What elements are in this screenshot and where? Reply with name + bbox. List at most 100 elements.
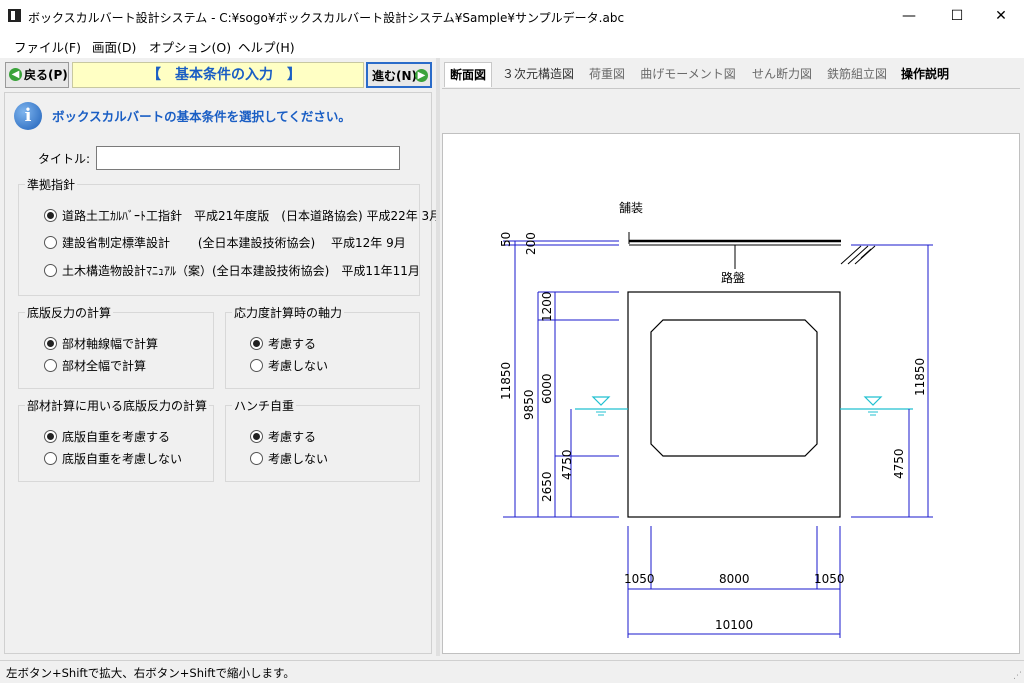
menu-options[interactable]: オプション(O): [149, 40, 232, 55]
panel-splitter[interactable]: [436, 58, 440, 656]
culvert-outer: [627, 291, 841, 518]
bottom-dimension-lines: [627, 526, 841, 638]
member-reaction-option-label: 底版自重を考慮する: [62, 430, 171, 444]
view-toolbar: [442, 88, 1020, 133]
back-button[interactable]: ◀ 戻る(P): [5, 62, 69, 88]
back-arrow-icon: ◀: [9, 68, 22, 81]
close-button[interactable]: ✕: [995, 8, 1007, 24]
standards-group: 準拠指針: [18, 176, 420, 296]
radio-icon: [44, 359, 57, 372]
dim-water-level-right: 4750: [892, 448, 906, 479]
roadbed-label: 路盤: [721, 270, 745, 285]
radio-selected-icon: [44, 209, 57, 222]
page-heading: 【 基本条件の入力 】: [72, 62, 364, 88]
minimize-button[interactable]: —: [902, 8, 916, 24]
member-reaction-option-1[interactable]: 底版自重を考慮する: [44, 428, 170, 445]
menu-file[interactable]: ファイル(F): [14, 40, 81, 55]
dim-total-width: 10100: [715, 618, 753, 632]
dim-box-height: 9850: [522, 389, 536, 420]
window-title: ボックスカルバート設計システム - C:¥sogo¥ボックスカルバート設計システ…: [28, 11, 625, 25]
base-reaction-option-1[interactable]: 部材軸線幅で計算: [44, 335, 158, 352]
info-message: ボックスカルバートの基本条件を選択してください。: [52, 109, 351, 124]
base-reaction-option-label: 部材軸線幅で計算: [62, 337, 159, 351]
member-reaction-group: 部材計算に用いる底版反力の計算: [18, 397, 214, 482]
dim-roadbed-thickness: 200: [524, 232, 538, 255]
tab-bending-moment[interactable]: 曲げモーメント図: [640, 67, 736, 81]
haunch-weight-option-1[interactable]: 考慮する: [250, 428, 316, 445]
standards-group-label: 準拠指針: [25, 176, 78, 193]
axial-force-option-label: 考慮しない: [268, 359, 329, 373]
next-button[interactable]: 進む(N) ▶: [366, 62, 432, 88]
base-reaction-group-label: 底版反力の計算: [25, 304, 114, 321]
radio-selected-icon: [44, 430, 57, 443]
dim-bottom-part: 2650: [540, 471, 554, 502]
dim-water-level-left: 4750: [560, 449, 574, 480]
axial-force-option-1[interactable]: 考慮する: [250, 335, 316, 352]
dim-top-cover: 1200: [540, 291, 554, 322]
title-input[interactable]: [96, 146, 400, 170]
member-reaction-option-label: 底版自重を考慮しない: [62, 452, 183, 466]
standards-option-label: 土木構造物設計ﾏﾆｭｱﾙ（案）(全日本建設技術協会) 平成11年11月: [62, 264, 420, 278]
tab-section-view[interactable]: 断面図: [444, 62, 492, 87]
radio-icon: [250, 452, 263, 465]
dim-inner-height: 6000: [540, 373, 554, 404]
dim-wall-right: 1050: [814, 572, 845, 586]
member-reaction-group-label: 部材計算に用いる底版反力の計算: [25, 397, 210, 414]
right-dimension-lines: [851, 244, 933, 518]
dim-total-height-left: 11850: [499, 362, 513, 400]
section-drawing: 舗装 路盤: [499, 201, 933, 638]
axial-force-group: 応力度計算時の軸力: [225, 304, 420, 389]
radio-icon: [44, 452, 57, 465]
radio-icon: [44, 264, 57, 277]
base-reaction-option-label: 部材全幅で計算: [62, 359, 147, 373]
tab-shear-force[interactable]: せん断力図: [751, 67, 812, 81]
section-drawing-canvas[interactable]: 舗装 路盤: [442, 133, 1020, 654]
base-reaction-group: 底版反力の計算: [18, 304, 214, 389]
standards-option-label: 建設省制定標準設計 (全日本建設技術協会) 平成12年 9月: [62, 236, 406, 250]
maximize-button[interactable]: ☐: [950, 8, 964, 24]
water-level-left: [575, 396, 628, 416]
radio-selected-icon: [44, 337, 57, 350]
culvert-inner: [650, 319, 818, 457]
member-reaction-option-2[interactable]: 底版自重を考慮しない: [44, 450, 182, 467]
pavement-label: 舗装: [619, 201, 643, 215]
menu-screen[interactable]: 画面(D): [92, 40, 137, 55]
left-dimension-lines: [503, 240, 619, 518]
dim-total-height-right: 11850: [913, 358, 927, 396]
axial-force-option-2[interactable]: 考慮しない: [250, 357, 328, 374]
haunch-weight-group: ハンチ自重: [225, 397, 420, 482]
dim-pavement-thickness: 50: [499, 232, 513, 247]
haunch-weight-group-label: ハンチ自重: [232, 397, 297, 414]
menu-bar: ファイル(F) 画面(D) オプション(O) ヘルプ(H): [0, 32, 1024, 58]
app-icon: [8, 9, 21, 22]
next-arrow-icon: ▶: [415, 69, 428, 82]
water-level-right: [840, 396, 913, 416]
menu-help[interactable]: ヘルプ(H): [238, 40, 295, 55]
standards-option-3[interactable]: 土木構造物設計ﾏﾆｭｱﾙ（案）(全日本建設技術協会) 平成11年11月: [44, 262, 420, 279]
input-panel: ◀ 戻る(P) 【 基本条件の入力 】 進む(N) ▶ i ボックスカルバートの…: [0, 58, 441, 656]
tab-load-diagram[interactable]: 荷重図: [588, 67, 625, 81]
base-reaction-option-2[interactable]: 部材全幅で計算: [44, 357, 146, 374]
dim-wall-left: 1050: [624, 572, 655, 586]
haunch-weight-option-2[interactable]: 考慮しない: [250, 450, 328, 467]
radio-selected-icon: [250, 430, 263, 443]
dim-inner-width: 8000: [719, 572, 750, 586]
next-button-label: 進む(N): [372, 69, 418, 83]
haunch-weight-option-label: 考慮する: [268, 430, 317, 444]
standards-option-label: 道路土工ｶﾙﾊﾞｰﾄ工指針 平成21年度版 (日本道路協会) 平成22年 3月: [62, 209, 442, 223]
tab-instructions[interactable]: 操作説明: [900, 67, 949, 81]
status-bar: 左ボタン+Shiftで拡大、右ボタン+Shiftで縮小します。 ⋰: [0, 660, 1024, 683]
title-bar: ボックスカルバート設計システム - C:¥sogo¥ボックスカルバート設計システ…: [0, 0, 1024, 32]
tab-rebar-assembly[interactable]: 鉄筋組立図: [826, 67, 887, 81]
info-icon: i: [14, 102, 42, 130]
standards-option-1[interactable]: 道路土工ｶﾙﾊﾞｰﾄ工指針 平成21年度版 (日本道路協会) 平成22年 3月: [44, 207, 441, 224]
haunch-weight-option-label: 考慮しない: [268, 452, 329, 466]
axial-force-group-label: 応力度計算時の軸力: [232, 304, 345, 321]
standards-option-2[interactable]: 建設省制定標準設計 (全日本建設技術協会) 平成12年 9月: [44, 234, 406, 251]
radio-icon: [44, 236, 57, 249]
radio-selected-icon: [250, 337, 263, 350]
tab-3d-structure[interactable]: ３次元構造図: [502, 67, 575, 81]
input-area: [4, 92, 432, 654]
back-button-label: 戻る(P): [24, 68, 68, 82]
resize-grip-icon[interactable]: ⋰: [1013, 671, 1022, 681]
